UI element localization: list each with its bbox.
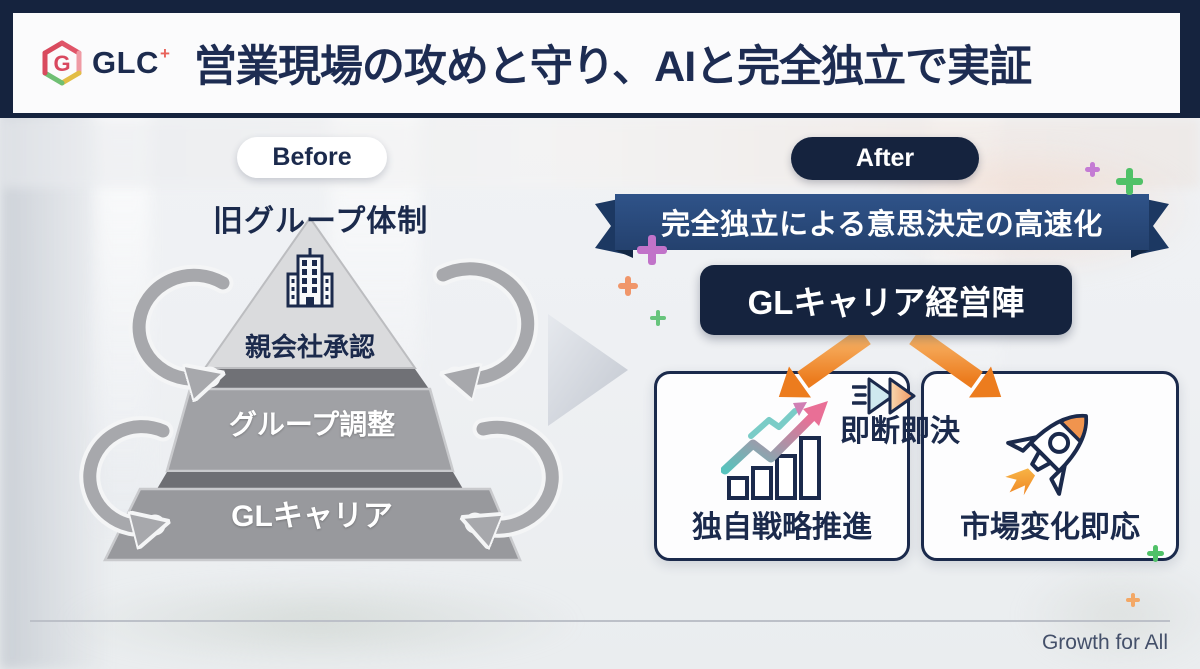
before-badge: Before xyxy=(237,137,387,178)
decor-plus-icon xyxy=(1126,593,1140,607)
decor-plus-icon xyxy=(1116,168,1143,195)
pyramid-layer-middle-label: グループ調整 xyxy=(228,409,396,440)
decor-plus-icon xyxy=(1147,545,1164,562)
pyramid-layer-bottom-label: GLキャリア xyxy=(231,500,393,533)
footer-divider xyxy=(30,620,1170,622)
old-group-pyramid-diagram xyxy=(79,216,563,562)
decor-plus-icon xyxy=(650,310,666,326)
logo-mark: G xyxy=(53,51,70,76)
before-heading: 旧グループ体制 xyxy=(213,205,429,238)
ribbon-shape xyxy=(595,194,1169,258)
pyramid-layers xyxy=(102,216,522,562)
background-ceiling xyxy=(0,118,1200,188)
logo-plus: + xyxy=(159,44,170,63)
cycle-arrows-icon xyxy=(79,258,563,527)
leadership-box: GLキャリア経営陣 xyxy=(700,265,1072,335)
decor-plus-icon xyxy=(637,235,667,265)
footer-tagline: Growth for All xyxy=(1041,631,1168,654)
header-bar: G GLC + 営業現場の攻めと守り、AIと完全独立で実証 xyxy=(0,0,1200,118)
background-floor-shadow xyxy=(60,575,580,669)
market-card-label: 市場変化即応 xyxy=(960,511,1140,544)
header-inner-panel: G GLC + 営業現場の攻めと守り、AIと完全独立で実証 xyxy=(13,13,1180,113)
glc-hexagon-logo-icon: G xyxy=(42,40,82,86)
decor-plus-icon xyxy=(1085,162,1100,177)
ribbon-label: 完全独立による意思決定の高速化 xyxy=(661,209,1103,241)
decor-plus-icon xyxy=(618,276,638,296)
building-icon xyxy=(286,248,334,308)
logo-text: GLC xyxy=(92,45,159,80)
ribbon-banner: 完全独立による意思決定の高速化 xyxy=(593,192,1171,262)
glc-logo: G GLC + xyxy=(39,40,170,86)
chevron-right-icon xyxy=(548,314,628,426)
strategy-card-label: 独自戦略推進 xyxy=(692,511,872,544)
after-badge: After xyxy=(791,137,979,180)
slide-title: 営業現場の攻めと守り、AIと完全独立で実証 xyxy=(193,43,1032,91)
pyramid-layer-top-label: 親会社承認 xyxy=(244,332,375,362)
speed-label: 即断即決 xyxy=(840,415,960,448)
